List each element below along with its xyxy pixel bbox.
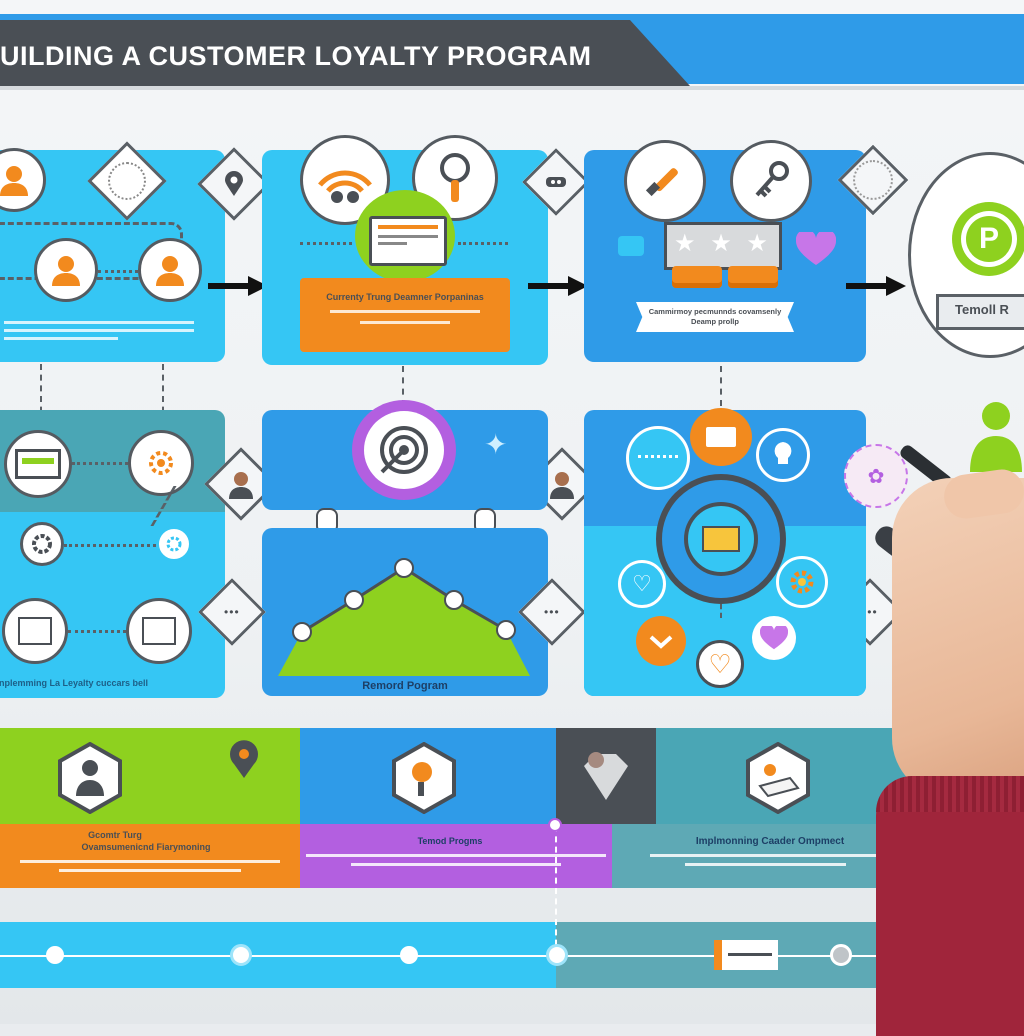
phase2-title: Temod Progms — [417, 836, 483, 846]
rating-card: ★ ★ ★ — [664, 222, 782, 270]
key-icon — [730, 140, 812, 222]
reward-curve — [278, 558, 530, 676]
gear-icon — [20, 522, 64, 566]
parking-badge-icon: P — [952, 202, 1024, 276]
chat-icon — [626, 426, 690, 490]
connector-line — [300, 242, 352, 245]
calendar-icon — [2, 598, 68, 664]
calendar-icon — [126, 598, 192, 664]
sparkle-icon: ✦ — [484, 429, 508, 460]
book-icon — [746, 742, 810, 814]
phase4-title: Implmonning Caader Ompmect — [695, 836, 845, 847]
sticker-icon: ✿ — [844, 444, 908, 508]
timeline-node[interactable] — [230, 944, 252, 966]
step1-text — [4, 318, 194, 352]
timeline-node[interactable] — [546, 944, 568, 966]
timeline-node[interactable] — [400, 946, 418, 964]
chat-icon — [522, 148, 590, 216]
flow-arrow — [846, 276, 906, 296]
person-icon — [58, 742, 122, 814]
gift-box-icon — [728, 266, 778, 288]
phase1-text — [20, 858, 280, 878]
reward-program-label: Remord Pogram — [362, 680, 448, 692]
person-icon — [138, 238, 202, 302]
connector-line — [68, 630, 126, 633]
hand-illustration — [892, 478, 1024, 798]
person-icon — [968, 398, 1024, 472]
connector-line — [98, 270, 138, 273]
heart-icon: ♡ — [696, 640, 744, 688]
connector-line — [162, 364, 164, 434]
flow-arrow — [528, 276, 588, 296]
timeline-flag — [714, 940, 778, 970]
step5-caption: Jnplemming La Leyalty cuccars bell — [0, 678, 149, 688]
timeline-node[interactable] — [830, 944, 852, 966]
heart-icon — [796, 232, 836, 266]
mail-icon — [656, 474, 786, 604]
star-icon: ★ ★ ★ — [674, 230, 772, 257]
timeline-node[interactable] — [548, 818, 562, 832]
flashlight-icon — [624, 140, 706, 222]
timeline-line — [0, 955, 900, 957]
mail-icon — [690, 408, 752, 466]
connector-line — [458, 242, 508, 245]
diamond-icon — [580, 750, 632, 804]
phase4-text — [650, 852, 880, 872]
step4-banner: Temoll R — [936, 294, 1024, 330]
sleeve-cuff — [876, 776, 1024, 812]
phase2-text — [306, 852, 606, 872]
lightbulb-icon — [756, 428, 810, 482]
person-icon — [525, 447, 599, 521]
person-icon — [34, 238, 98, 302]
gear-icon — [128, 430, 194, 496]
gift-box-icon — [672, 266, 722, 288]
connector-line — [402, 366, 404, 406]
connector-line — [720, 604, 722, 618]
gear-icon — [776, 556, 828, 608]
step2-label-box: Currenty Trung Deamner Porpaninas — [300, 278, 510, 352]
chat-icon — [228, 740, 260, 780]
heart-icon — [752, 616, 796, 660]
chat-icon — [618, 236, 644, 256]
flow-arrow — [208, 276, 268, 296]
check-icon — [636, 616, 686, 666]
header-title-bar — [0, 20, 690, 86]
step3-banner: Cammirmoy pecmunnds covamsenly Deamp pro… — [636, 302, 794, 332]
phase1-title: Gcomtr Turg — [88, 830, 142, 840]
header-divider — [0, 86, 1024, 90]
laptop-icon — [355, 190, 455, 282]
connector-line — [64, 544, 156, 547]
location-pin-icon — [197, 147, 271, 221]
sleeve — [876, 776, 1024, 1036]
laptop-icon — [4, 430, 72, 498]
heart-icon: ♡ — [618, 560, 666, 608]
connector-line — [40, 364, 42, 434]
phase1-subtitle: Ovamsumenicnd Fiarymoning — [81, 842, 211, 852]
person-icon — [204, 447, 278, 521]
gear-icon — [156, 526, 192, 562]
step2-label: Currenty Trung Deamner Porpaninas — [326, 292, 484, 302]
target-icon — [352, 400, 456, 500]
lightbulb-icon — [392, 742, 456, 814]
timeline-node[interactable] — [46, 946, 64, 964]
connector-line — [72, 462, 128, 465]
connector-line — [720, 366, 722, 406]
page-title: UILDING A CUSTOMER LOYALTY PROGRAM — [0, 41, 592, 71]
timeline-marker-line — [555, 826, 557, 956]
phase1-label-block — [0, 824, 300, 888]
